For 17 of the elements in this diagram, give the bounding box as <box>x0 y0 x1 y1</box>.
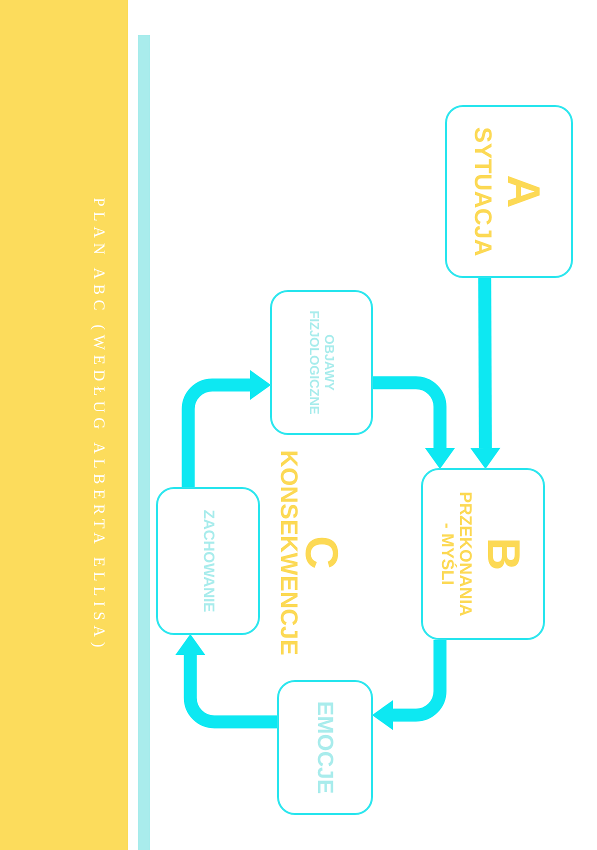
title: PLAN ABC (WEDŁUG ALBERTA ELLISA) <box>89 196 107 654</box>
node-label: ZACHOWANIE <box>200 510 216 612</box>
rounded-box <box>445 105 573 278</box>
arrow <box>182 370 271 487</box>
rounded-box <box>156 487 260 635</box>
letter-heading: B <box>478 537 529 571</box>
node-label: SYTUACJA <box>468 126 495 256</box>
rounded-box <box>421 468 545 640</box>
arrow <box>470 278 500 469</box>
node-label: OBJAWY FIZJOLOGICZNE <box>307 310 336 416</box>
arrow <box>175 634 277 728</box>
node-label: EMOCJE <box>312 701 338 794</box>
rounded-box <box>270 290 373 435</box>
node-label: PRZEKONANIA - MYŚLI <box>437 490 474 618</box>
letter-heading: A <box>498 174 550 208</box>
arrow <box>373 376 455 469</box>
rounded-box <box>277 680 373 815</box>
